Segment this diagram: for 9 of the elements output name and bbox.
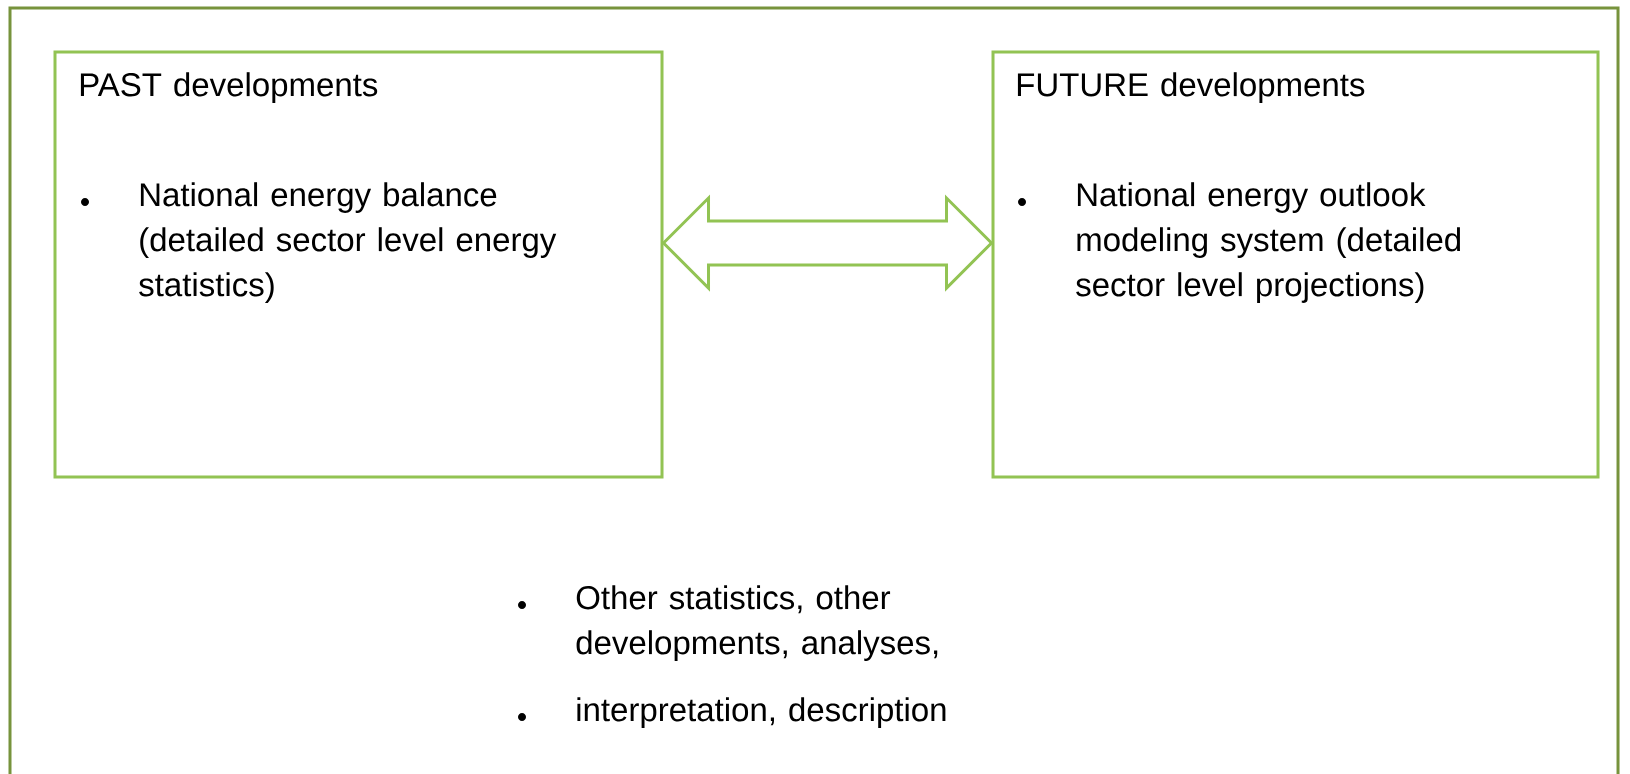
bullet-item: National energy outlook modeling system (detailed sector level projections): [1018, 182, 1460, 303]
bullet-item: interpretation, description: [518, 697, 946, 728]
text-box: [991, 50, 1600, 479]
bullet-item: Other statistics, other developments, analyses,: [518, 585, 938, 661]
bullet-item: National energy balance (detailed sector level energy statistics): [81, 182, 557, 303]
heading: FUTURE developments: [1017, 72, 1365, 103]
text-box: [53, 50, 664, 479]
heading: PAST developments: [80, 72, 378, 103]
frame: [8, 6, 1620, 774]
